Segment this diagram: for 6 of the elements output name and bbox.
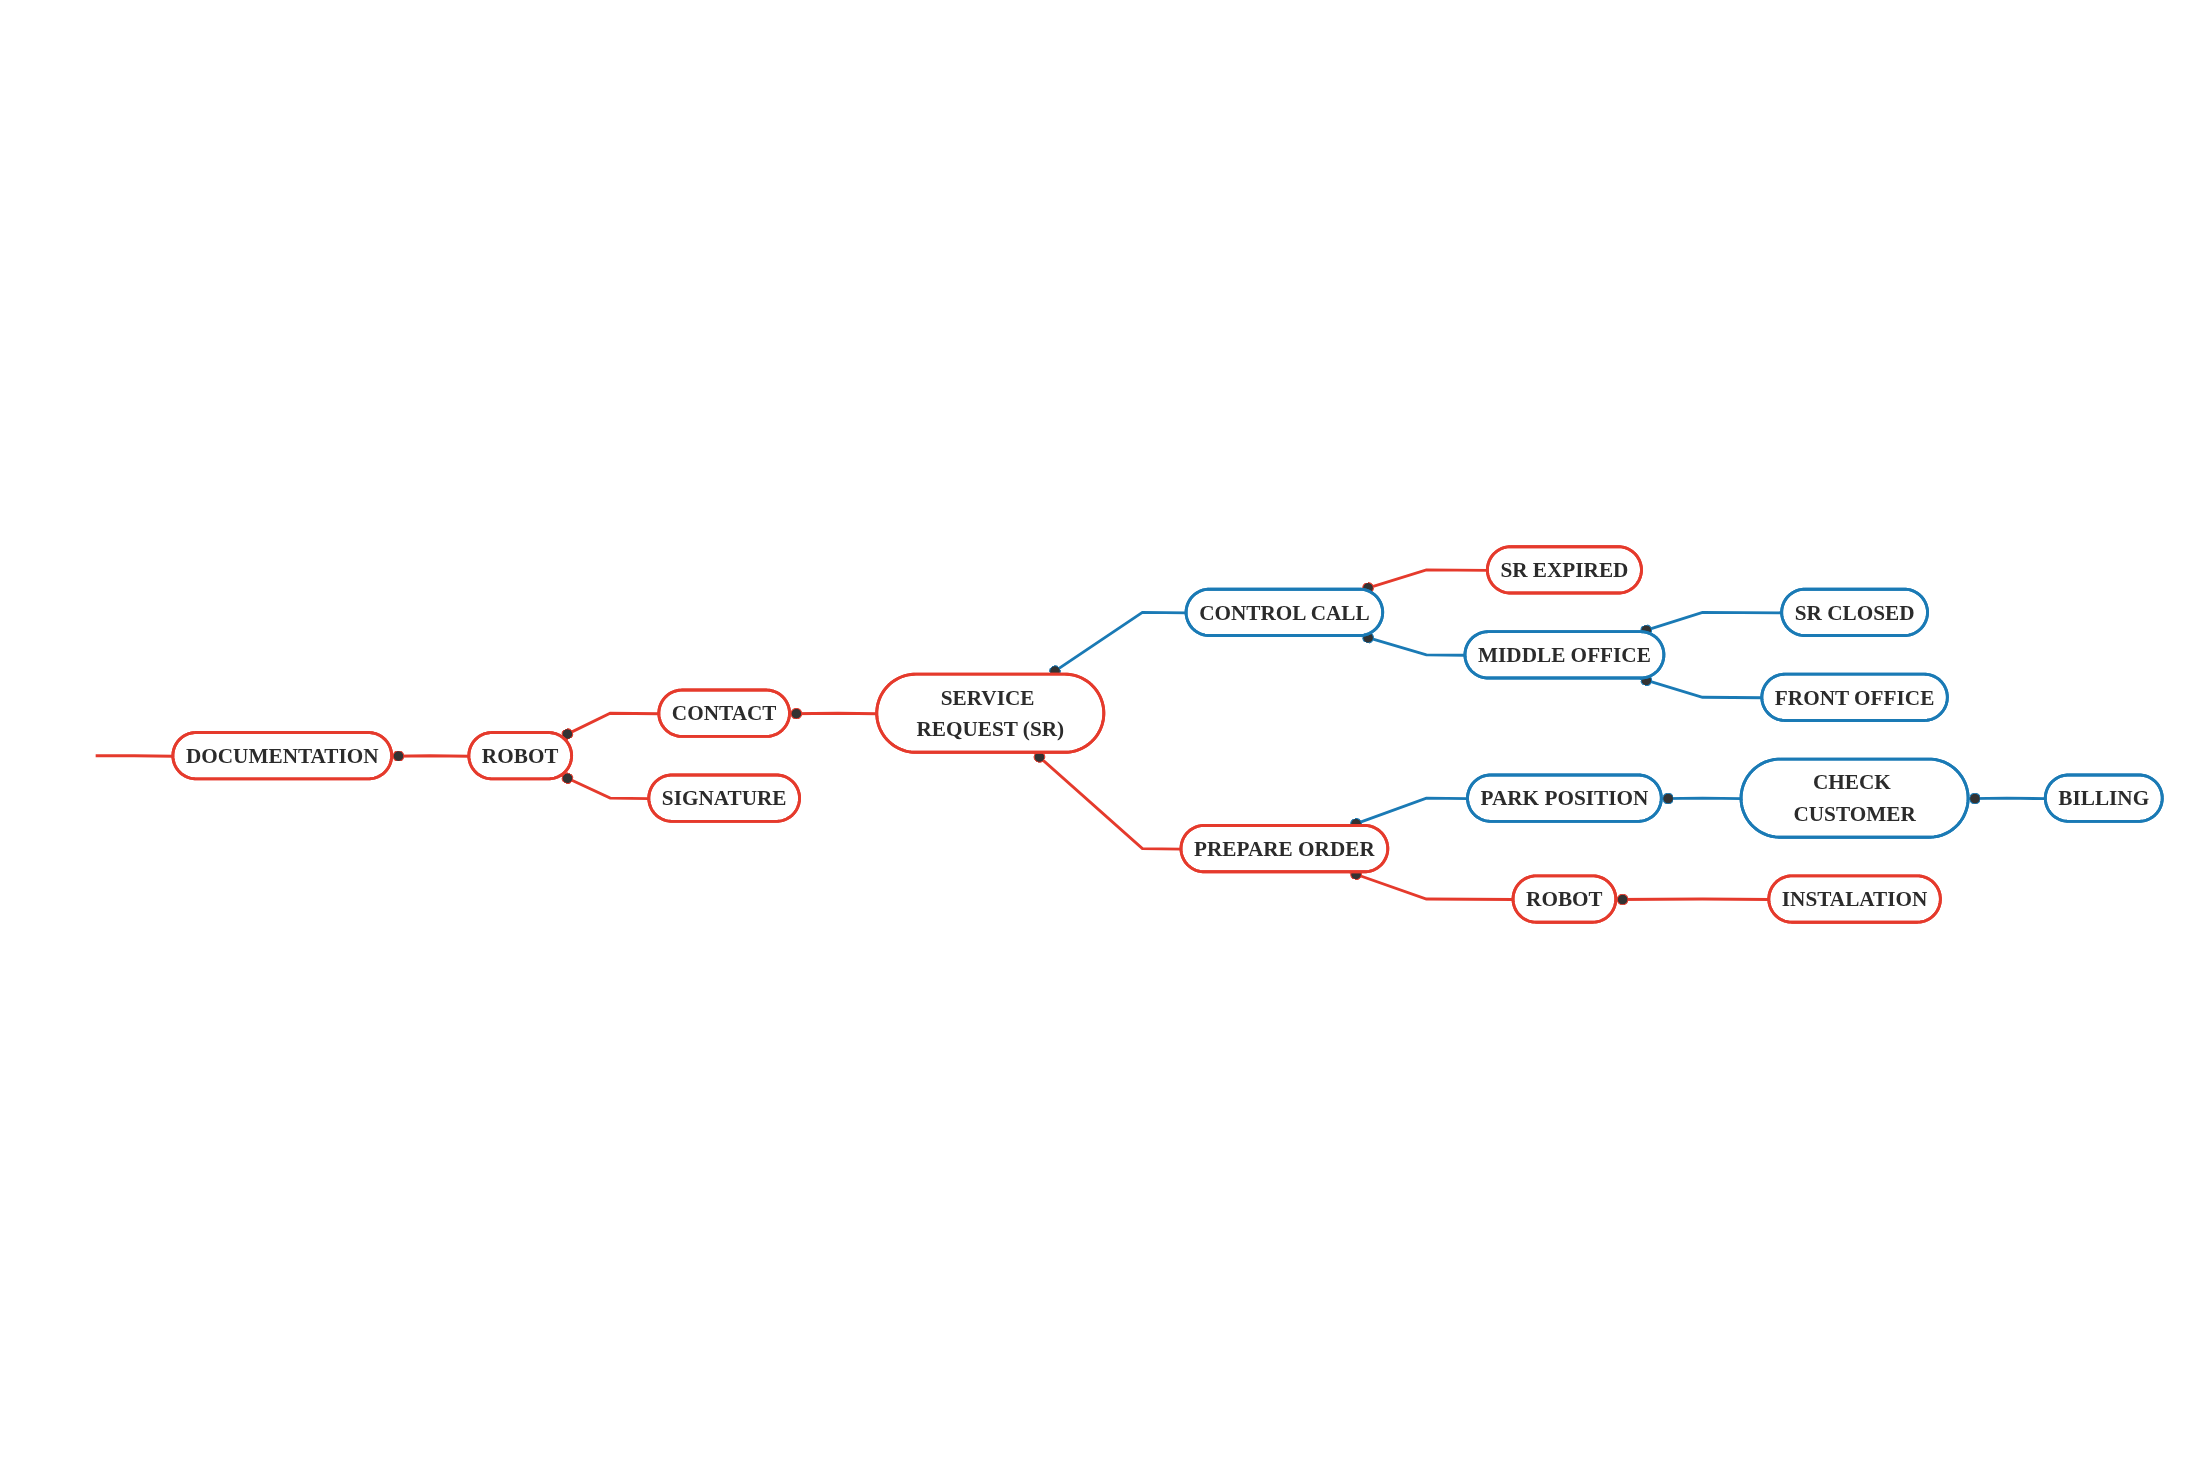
connector	[95, 753, 174, 758]
connector	[1361, 631, 1466, 657]
connector	[561, 711, 660, 740]
connector	[1639, 674, 1763, 699]
connector	[1661, 792, 1742, 804]
connector	[1968, 792, 2046, 804]
